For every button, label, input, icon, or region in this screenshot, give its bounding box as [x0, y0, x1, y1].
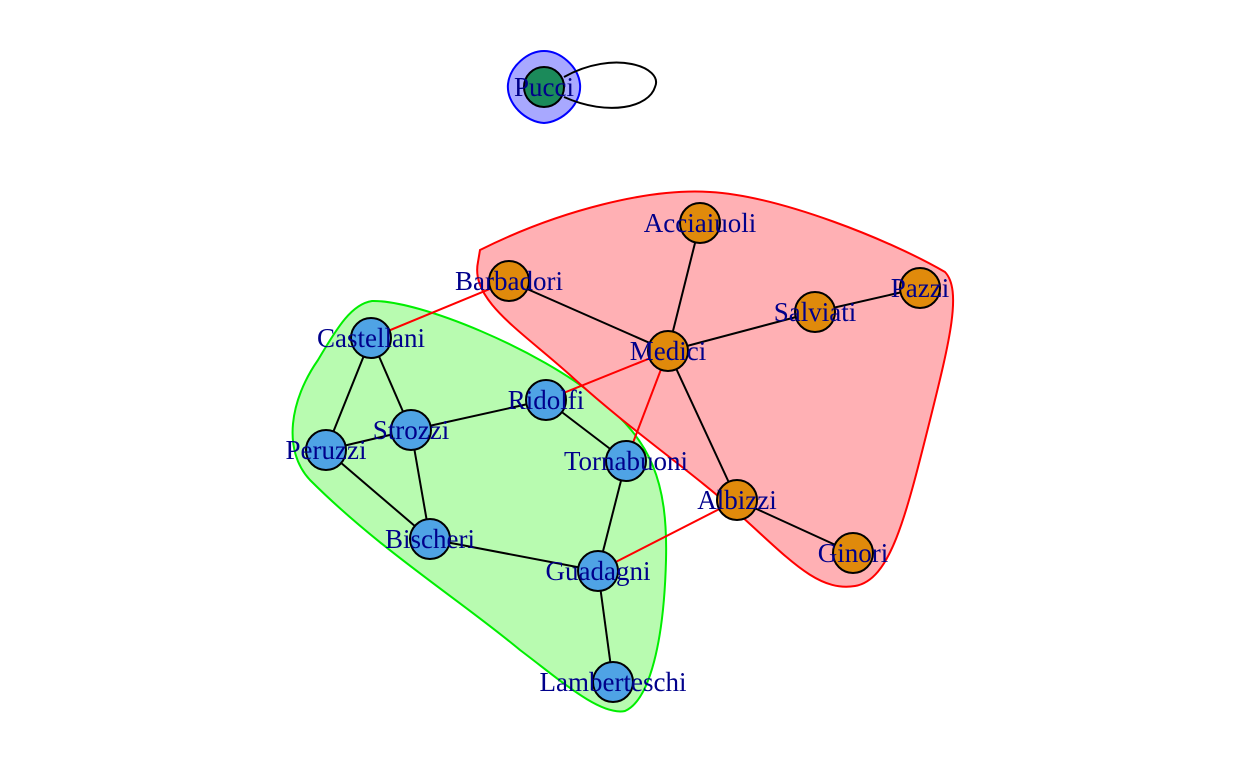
node-label-ridolfi: Ridolfi [508, 385, 585, 415]
edge-salviati-medici [667, 311, 816, 352]
node-guadagni [577, 550, 619, 592]
node-label-lamberteschi: Lamberteschi [540, 667, 687, 697]
node-label-guadagni: Guadagni [546, 556, 651, 586]
node-label-pucci: Pucci [514, 72, 574, 102]
node-barbadori [488, 260, 530, 302]
node-label-pazzi: Pazzi [891, 273, 949, 303]
node-castellani [350, 317, 392, 359]
node-peruzzi [305, 429, 347, 471]
community-hulls [291, 49, 955, 713]
node-label-ginori: Ginori [818, 538, 889, 568]
edge-barbadori-medici [508, 280, 669, 352]
nodes [305, 66, 941, 703]
node-label-acciaiuoli: Acciaiuoli [644, 208, 756, 238]
node-label-strozzi: Strozzi [373, 415, 449, 445]
node-ginori [832, 532, 874, 574]
node-label-barbadori: Barbadori [455, 266, 563, 296]
edge-albizzi-guadagni [597, 499, 738, 572]
node-bischeri [409, 518, 451, 560]
hull-right-shape [476, 190, 955, 588]
node-label-medici: Medici [630, 336, 706, 366]
node-albizzi [716, 479, 758, 521]
node-pucci [523, 66, 565, 108]
edge-pucci-self-loop [563, 61, 658, 109]
node-strozzi [390, 409, 432, 451]
edge-strozzi-ridolfi [410, 399, 547, 431]
edge-albizzi-ginori [736, 499, 854, 554]
edge-acciaiuoli-medici [667, 222, 701, 352]
edge-medici-albizzi [667, 350, 738, 501]
edge-barbadori-castellani [370, 280, 510, 339]
node-label-peruzzi: Peruzzi [286, 435, 367, 465]
node-tornabuoni [605, 440, 647, 482]
node-acciaiuoli [679, 202, 721, 244]
node-pazzi [899, 267, 941, 309]
node-label-castellani: Castellani [317, 323, 425, 353]
node-label-tornabuoni: Tornabuoni [564, 446, 688, 476]
node-label-bischeri: Bischeri [385, 524, 475, 554]
node-label-salviati: Salviati [774, 297, 857, 327]
edge-peruzzi-bischeri [325, 449, 431, 540]
node-medici [647, 330, 689, 372]
node-salviati [794, 291, 836, 333]
edge-bischeri-guadagni [429, 538, 599, 572]
edge-medici-ridolfi [545, 350, 669, 401]
node-label-albizzi: Albizzi [697, 485, 776, 515]
node-lamberteschi [592, 661, 634, 703]
node-ridolfi [525, 379, 567, 421]
